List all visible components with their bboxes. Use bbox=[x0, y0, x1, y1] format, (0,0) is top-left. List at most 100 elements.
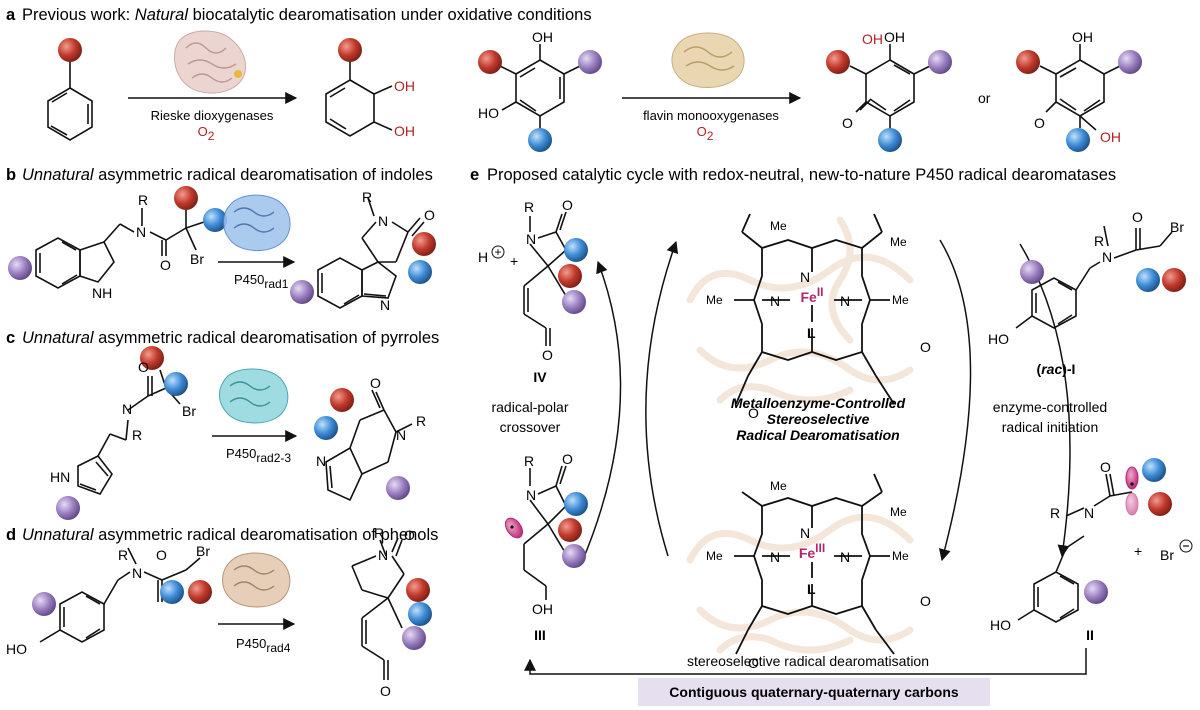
panel-d-title: Unnatural asymmetric radical dearomatisa… bbox=[22, 526, 438, 544]
hydroxyl-label: OH bbox=[884, 29, 905, 45]
indole-nh-label: NH bbox=[92, 285, 112, 301]
quinol-product-2 bbox=[1039, 44, 1121, 131]
radical-dot bbox=[1130, 482, 1134, 486]
oxygen-label: O bbox=[562, 197, 573, 213]
oxygen-label: O bbox=[842, 115, 853, 131]
purple-substituent-sphere bbox=[928, 50, 952, 74]
nitrogen-label: N bbox=[136, 224, 146, 240]
hydroxyl-label: OH bbox=[532, 601, 553, 617]
or-text: or bbox=[978, 90, 991, 106]
hydroxyl-label: OH bbox=[862, 31, 883, 47]
flavin-label: flavin monooxygenases bbox=[643, 108, 779, 123]
pyrrole-substrate bbox=[77, 369, 183, 495]
nitrogen-label: N bbox=[378, 213, 388, 229]
red-substituent-sphere bbox=[1148, 492, 1172, 516]
blue-substituent-sphere bbox=[564, 492, 588, 516]
positive-charge-sign: + bbox=[494, 245, 501, 259]
quaternary-banner-text: Contiguous quaternary-quaternary carbons bbox=[669, 684, 959, 700]
bromine-label: Br bbox=[190, 251, 204, 267]
methyl-label: Me bbox=[706, 293, 723, 307]
methyl-label: Me bbox=[892, 293, 909, 307]
panel-e-title: Proposed catalytic cycle with redox-neut… bbox=[487, 166, 1116, 184]
blue-substituent-sphere bbox=[1142, 458, 1166, 482]
purple-substituent-sphere bbox=[1084, 580, 1108, 604]
r-group-label: R bbox=[362, 189, 372, 205]
red-substituent-sphere bbox=[338, 38, 362, 62]
nitrogen-label: N bbox=[526, 231, 536, 247]
compound-iv-label: IV bbox=[533, 369, 547, 385]
oxygen-label: O bbox=[1100, 459, 1111, 475]
hydroxyl-label: HO bbox=[990, 617, 1011, 633]
hydroxyl-label: HO bbox=[6, 641, 27, 657]
oxygen-label: O bbox=[748, 655, 759, 671]
proton-label: H bbox=[478, 249, 488, 265]
cycle-arrow-left bbox=[645, 240, 679, 557]
oxygen-label: O bbox=[160, 257, 171, 273]
heme-fe-ii bbox=[734, 213, 895, 405]
compound-iv bbox=[523, 211, 567, 346]
oxygen-label: O bbox=[920, 339, 931, 355]
spirocyclohexadienone-product bbox=[351, 537, 405, 680]
r-group-label: R bbox=[416, 413, 426, 429]
protein-p450-rad4-icon bbox=[222, 552, 291, 608]
quaternary-banner bbox=[638, 678, 990, 706]
nitrogen-label: N bbox=[378, 547, 388, 563]
hydroxyl-label: OH bbox=[532, 29, 553, 45]
r-group-label: R bbox=[524, 453, 534, 469]
radical-orbital-icon bbox=[1125, 466, 1139, 490]
methyl-label: Me bbox=[890, 235, 907, 249]
nitrogen-label: N bbox=[526, 487, 536, 503]
blue-substituent-sphere bbox=[1066, 128, 1090, 152]
red-substituent-sphere bbox=[412, 232, 436, 256]
p450-rad4-label: P450rad4 bbox=[236, 636, 291, 655]
oxygen-label: O bbox=[404, 527, 415, 543]
purple-substituent-sphere bbox=[32, 592, 56, 616]
oxygen-label: O bbox=[1034, 115, 1045, 131]
panel-d-letter: d bbox=[6, 526, 16, 544]
porphyrin-nitrogen-label: N bbox=[800, 525, 810, 541]
bromine-label: Br bbox=[1170, 219, 1184, 235]
oxygen-label: O bbox=[748, 405, 759, 421]
iron-ii-label: FeII bbox=[800, 285, 823, 305]
phenol-substrate-d bbox=[39, 547, 201, 643]
porphyrin-nitrogen-label: N bbox=[840, 549, 850, 565]
axial-ligand-label: L bbox=[807, 581, 816, 597]
red-substituent-sphere bbox=[174, 186, 198, 210]
hydroxyl-label: OH bbox=[394, 78, 415, 94]
panel-b-letter: b bbox=[6, 166, 16, 184]
red-substituent-sphere bbox=[188, 580, 212, 604]
red-substituent-sphere bbox=[140, 346, 164, 370]
left-step-label-2: crossover bbox=[500, 419, 561, 435]
nitrogen-label: N bbox=[316, 453, 326, 469]
oxygen-label: O bbox=[1132, 209, 1143, 225]
oxygen-reagent-a1: O2 bbox=[198, 124, 215, 143]
r-group-label: R bbox=[374, 525, 384, 541]
bromine-label: Br bbox=[196, 543, 210, 559]
porphyrin-nitrogen-label: N bbox=[770, 293, 780, 309]
methyl-label: Me bbox=[892, 549, 909, 563]
red-substituent-sphere bbox=[58, 38, 82, 62]
quinol-product-1 bbox=[849, 44, 931, 128]
hydroxyl-label: OH bbox=[1100, 129, 1121, 145]
r-group-label: R bbox=[524, 199, 534, 215]
purple-substituent-sphere bbox=[386, 476, 410, 500]
plus-sign: + bbox=[1134, 543, 1142, 559]
red-substituent-sphere bbox=[558, 264, 582, 288]
methyl-label: Me bbox=[706, 549, 723, 563]
methyl-label: Me bbox=[890, 505, 907, 519]
r-group-label: R bbox=[1094, 233, 1104, 249]
positive-charge-icon bbox=[491, 245, 505, 259]
cycle-center-line2: Stereoselective bbox=[767, 411, 870, 427]
cycle-arrow-right bbox=[938, 239, 972, 562]
compound-ii-label: II bbox=[1086, 627, 1094, 643]
purple-substituent-sphere bbox=[562, 544, 586, 568]
blue-substituent-sphere bbox=[878, 128, 902, 152]
blue-substituent-sphere bbox=[164, 372, 188, 396]
panel-a-title: Previous work: Natural biocatalytic dear… bbox=[22, 6, 592, 24]
methyl-label: Me bbox=[770, 479, 787, 493]
panel-a-benzene bbox=[47, 62, 93, 141]
right-step-label-2: radical initiation bbox=[1002, 419, 1099, 435]
protein-flavin-icon bbox=[671, 32, 745, 88]
oxygen-label: O bbox=[542, 347, 553, 363]
